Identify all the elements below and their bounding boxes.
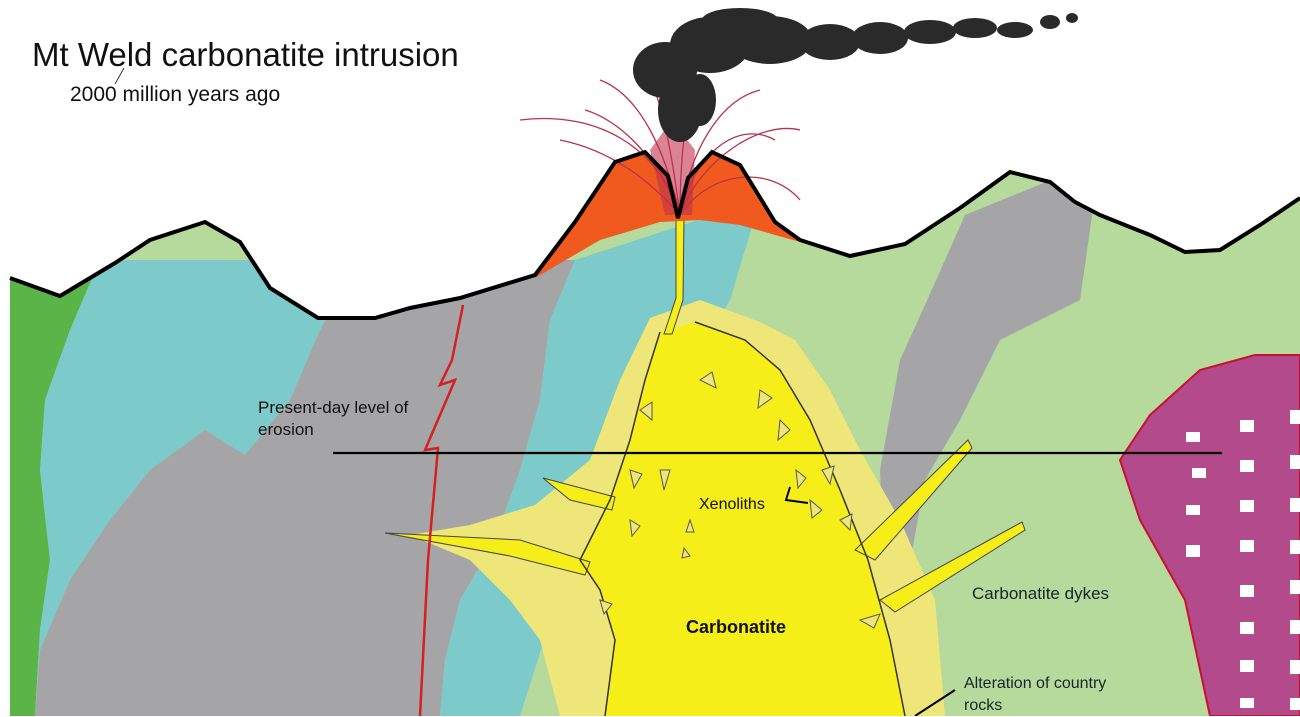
carbonatite-label: Carbonatite (686, 617, 786, 638)
diagram-title: Mt Weld carbonatite intrusion (32, 36, 459, 74)
smoke-plume (633, 8, 1078, 142)
carbonatite-dykes-label: Carbonatite dykes (972, 584, 1109, 604)
alteration-label: Alteration of country rocks (964, 673, 1124, 717)
erosion-level-label: Present-day level of erosion (258, 397, 428, 441)
diagram-subtitle: 2000 million years ago (70, 83, 280, 107)
xenoliths-label: Xenoliths (699, 496, 765, 514)
